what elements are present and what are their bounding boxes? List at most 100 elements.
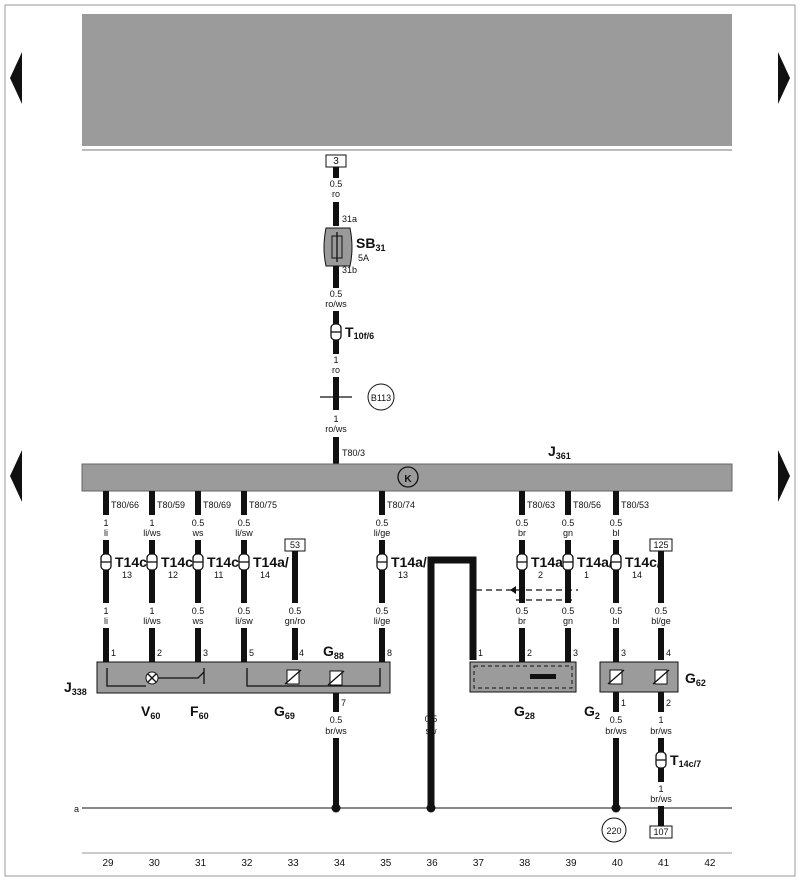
wire-b-color: ro <box>332 365 340 375</box>
g28-label: G28 <box>514 703 535 721</box>
wire-ref125-color: bl/ge <box>651 616 671 626</box>
scale-column-1: 30 <box>149 858 161 869</box>
ref-125-label: 125 <box>653 540 668 550</box>
connector-1-number: 12 <box>168 570 178 580</box>
fuse-rating: 5A <box>358 253 369 263</box>
wire-a-size: 0.5 <box>330 289 343 299</box>
wire-b-size: 1 <box>333 355 338 365</box>
pin-5-label: T80/63 <box>527 500 555 510</box>
connector-3-number: 14 <box>260 570 270 580</box>
connector-2-id: T14c/ <box>207 554 243 570</box>
sensor-g2-arrow <box>607 669 625 685</box>
header-band <box>82 14 732 146</box>
ref-3-label: 3 <box>333 156 339 167</box>
fuse-sb31 <box>323 227 353 267</box>
ground-junction-34 <box>331 803 341 813</box>
component-pin-1: 2 <box>157 648 162 658</box>
wire-top-size: 0.5 <box>330 179 343 189</box>
pin-6-color-lower: gn <box>563 616 573 626</box>
mechanical-link-arrow-icon <box>510 586 516 594</box>
pin-2-color-upper: ws <box>192 528 204 538</box>
g62-pin-2: 2 <box>666 698 671 708</box>
pin-3-color-upper: li/sw <box>235 528 253 538</box>
pin-0-size-upper: 1 <box>103 518 108 528</box>
pin-5-size-upper: 0.5 <box>516 518 529 528</box>
wire-sw-color: sw <box>426 726 438 736</box>
ref125-pin: 4 <box>666 648 671 658</box>
pin-7-label: T80/53 <box>621 500 649 510</box>
g88-label: G88 <box>323 643 344 661</box>
pin-0-color-upper: li <box>104 528 108 538</box>
prev-page-arrow-top[interactable] <box>10 52 22 104</box>
connector-1-label: T14c/ <box>161 554 197 570</box>
ref53-pin: 4 <box>299 648 304 658</box>
connector-4-number: 13 <box>398 570 408 580</box>
j338-label: J338 <box>64 679 87 697</box>
g62-label: G62 <box>685 670 706 688</box>
motor-v60-cross-b <box>147 673 157 683</box>
pin-2-color-lower: ws <box>192 616 204 626</box>
pin-3-label: T80/75 <box>249 500 277 510</box>
g28-pin-1: 1 <box>478 648 483 658</box>
v60-label: V60 <box>141 703 160 721</box>
next-page-arrow-mid[interactable] <box>778 450 790 502</box>
pin-5-color-upper: br <box>518 528 526 538</box>
fuse-pin-out: 31b <box>342 265 357 275</box>
ref-107-label: 107 <box>653 827 668 837</box>
pin-7-size-lower: 0.5 <box>610 606 623 616</box>
wire-ground-left-size: 0.5 <box>330 715 343 725</box>
connector-t14c7-label: T14c/7 <box>670 752 701 769</box>
scale-column-9: 38 <box>519 858 531 869</box>
j361-label: J361 <box>548 443 571 461</box>
component-pin-3: 5 <box>249 648 254 658</box>
ground-marker-k-label: K <box>404 474 412 485</box>
pin-1-label: T80/59 <box>157 500 185 510</box>
scale-column-10: 39 <box>565 858 577 869</box>
wire-c-size: 1 <box>333 414 338 424</box>
scale-column-12: 41 <box>658 858 670 869</box>
fuse-name: SB31 <box>356 235 385 253</box>
ground-point-220-badge <box>601 817 627 843</box>
component-j338 <box>96 661 391 694</box>
connector-5-label: T14a/ <box>531 554 567 570</box>
pin-6-size-lower: 0.5 <box>562 606 575 616</box>
j338-internal-1 <box>106 668 146 687</box>
connector-t10f-label: T10f/6 <box>345 324 374 341</box>
pin-1-color-upper: li/ws <box>143 528 161 538</box>
connector-5-id: T14a/ <box>531 554 567 570</box>
connector-0-label: T14c/ <box>115 554 151 570</box>
pin-5-size-lower: 0.5 <box>516 606 529 616</box>
pin-2-size-upper: 0.5 <box>192 518 205 528</box>
wire-g62-lower-size: 1 <box>658 784 663 794</box>
ground-point-220-label: 220 <box>606 826 621 836</box>
pin-7-color-lower: bl <box>612 616 619 626</box>
component-pin-2: 3 <box>203 648 208 658</box>
sensor-g62-arrow <box>652 669 670 685</box>
scale-column-0: 29 <box>102 858 114 869</box>
g28-inner-outline <box>473 665 573 689</box>
next-page-arrow-top[interactable] <box>778 52 790 104</box>
g28-sensor-icon <box>530 674 556 679</box>
connector-3-label: T14a/ <box>253 554 289 570</box>
j338-pin-7: 7 <box>341 698 346 708</box>
component-pin-5: 2 <box>527 648 532 658</box>
prev-page-arrow-mid[interactable] <box>10 450 22 502</box>
connector-6-label: T14a/ <box>577 554 613 570</box>
connector-2-number: 11 <box>214 570 223 580</box>
wire-ref53-size: 0.5 <box>289 606 302 616</box>
pin-2-size-lower: 0.5 <box>192 606 205 616</box>
wire-g62-size: 1 <box>658 715 663 725</box>
component-pin-0: 1 <box>111 648 116 658</box>
pin-5-color-lower: br <box>518 616 526 626</box>
pin-7-size-upper: 0.5 <box>610 518 623 528</box>
connector-4-label: T14a/ <box>391 554 427 570</box>
pin-6-color-upper: gn <box>563 528 573 538</box>
pin-0-label: T80/66 <box>111 500 139 510</box>
switch-f60-icon <box>158 671 205 679</box>
scale-column-7: 36 <box>427 858 439 869</box>
g2-label: G2 <box>584 703 600 721</box>
sensor-g88-arrow <box>327 670 345 686</box>
component-pin-4: 8 <box>387 648 392 658</box>
wire-ref125-size: 0.5 <box>655 606 668 616</box>
scale-column-13: 42 <box>704 858 716 869</box>
